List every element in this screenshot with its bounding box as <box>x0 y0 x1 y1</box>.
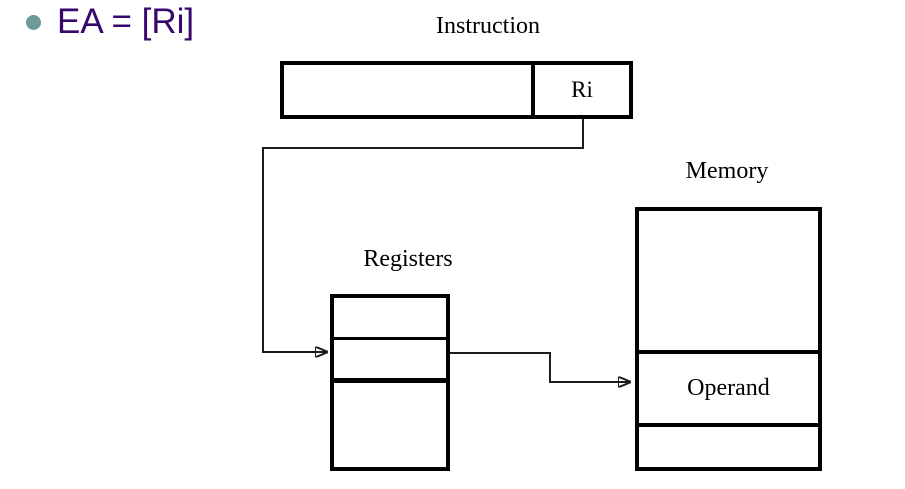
instruction-field-divider <box>531 65 535 115</box>
register-row-divider <box>334 337 446 340</box>
registers-label: Registers <box>363 246 453 272</box>
instruction-box: Ri <box>280 61 633 119</box>
ri-field: Ri <box>571 77 593 102</box>
instruction-label: Instruction <box>436 13 540 39</box>
memory-label: Memory <box>685 158 769 184</box>
memory-row-divider <box>639 350 818 354</box>
registers-box <box>330 294 450 471</box>
register-row-divider <box>334 378 446 383</box>
operand-cell: Operand <box>687 375 770 401</box>
arrow-registers-to-memory <box>450 352 629 382</box>
memory-box: Operand <box>635 207 822 471</box>
bullet-icon <box>26 15 41 30</box>
page-title: EA = [Ri] <box>57 2 195 41</box>
memory-row-divider <box>639 423 818 427</box>
